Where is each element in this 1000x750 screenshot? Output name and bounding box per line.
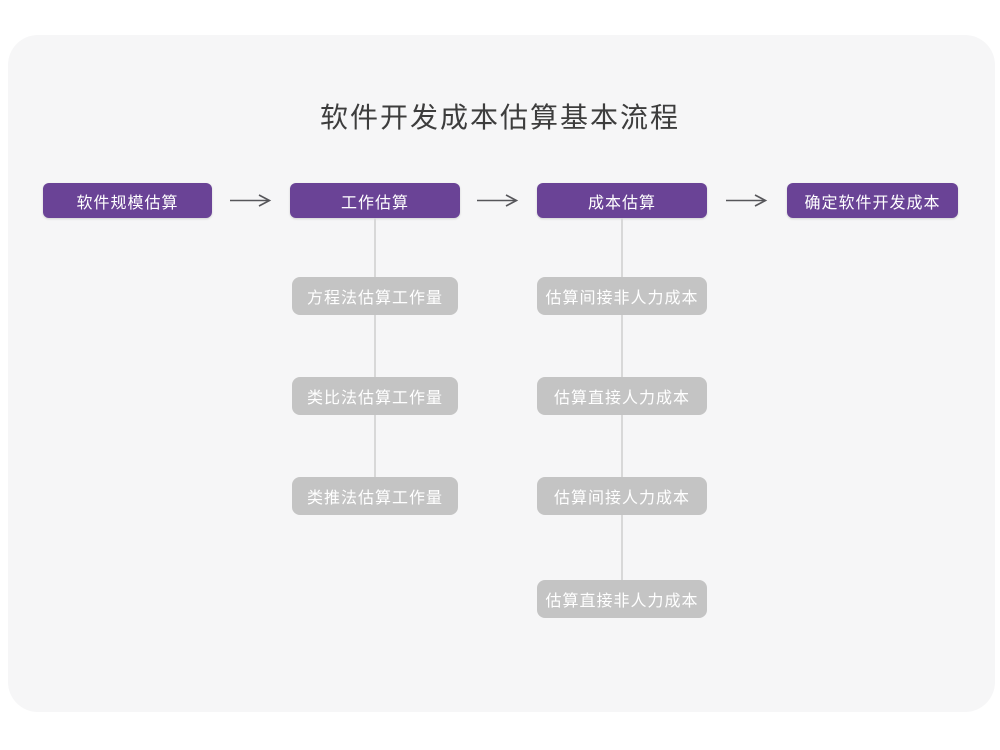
connector-line-work-estimation (374, 218, 376, 478)
substep-label: 类比法估算工作量 (306, 390, 443, 407)
flow-step-work-estimation: 工作估算 (290, 183, 460, 218)
substep-label: 类推法估算工作量 (306, 490, 443, 507)
flow-step-software-scale-estimation: 软件规模估算 (43, 183, 212, 218)
substep-analogy-method: 类比法估算工作量 (292, 377, 458, 415)
substep-indirect-non-labor-cost: 估算间接非人力成本 (537, 277, 707, 315)
substep-label: 估算直接人力成本 (553, 390, 690, 407)
substep-label: 估算直接非人力成本 (545, 593, 699, 610)
arrow-right-icon (230, 194, 272, 207)
flow-step-label: 成本估算 (587, 194, 656, 212)
arrow-right-icon (726, 194, 768, 207)
substep-direct-labor-cost: 估算直接人力成本 (537, 377, 707, 415)
substep-equation-method: 方程法估算工作量 (292, 277, 458, 315)
flow-step-cost-estimation: 成本估算 (537, 183, 707, 218)
substep-indirect-labor-cost: 估算间接人力成本 (537, 477, 707, 515)
arrow-right-icon (477, 194, 519, 207)
diagram-title: 软件开发成本估算基本流程 (319, 102, 680, 133)
diagram-panel (8, 35, 995, 712)
flow-step-label: 软件规模估算 (76, 194, 179, 212)
substep-extrapolation-method: 类推法估算工作量 (292, 477, 458, 515)
substep-direct-non-labor-cost: 估算直接非人力成本 (537, 580, 707, 618)
substep-label: 方程法估算工作量 (306, 290, 443, 307)
flow-step-label: 确定软件开发成本 (804, 194, 941, 212)
substep-label: 估算间接非人力成本 (545, 290, 699, 307)
flow-step-label: 工作估算 (340, 194, 409, 212)
substep-label: 估算间接人力成本 (553, 490, 690, 507)
flow-step-determine-development-cost: 确定软件开发成本 (787, 183, 958, 218)
